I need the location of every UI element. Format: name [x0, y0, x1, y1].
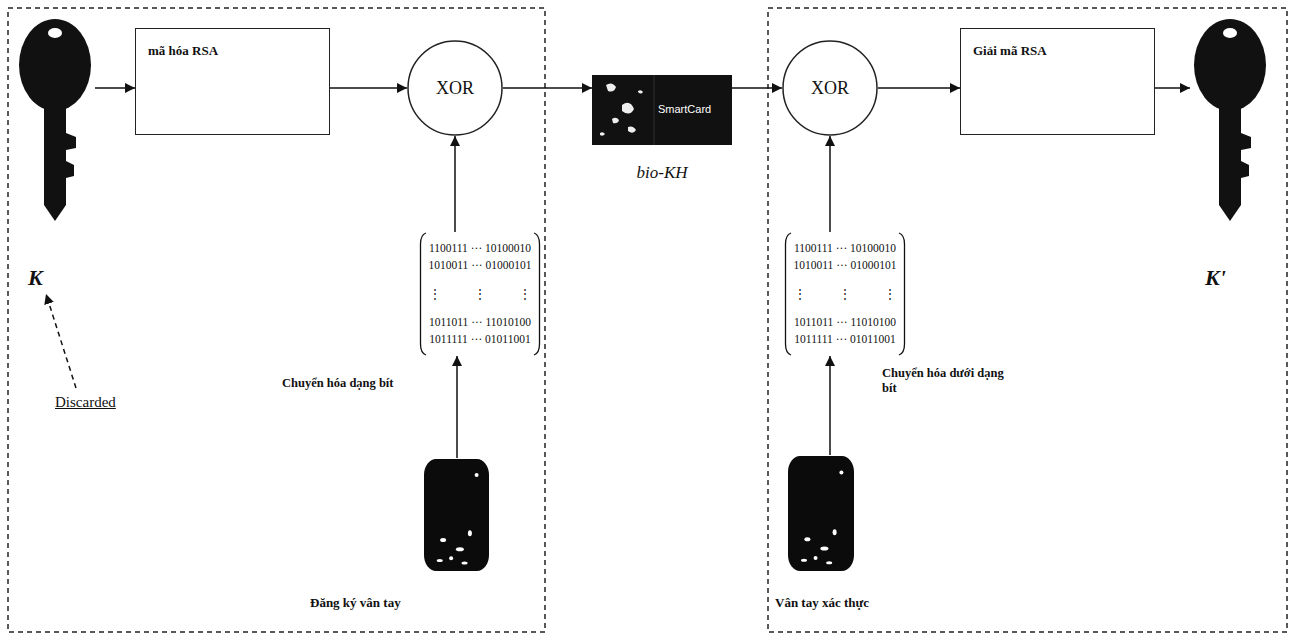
fingerprint-speck: [839, 471, 843, 475]
fingerprint-label: Vân tay xác thực: [775, 595, 869, 611]
box-title: mã hóa RSA: [148, 43, 317, 59]
bit-row: 1010011 ··· 01000101: [428, 257, 532, 274]
discard-arrow: [46, 294, 76, 388]
bit-row: 1100111 ··· 10100010: [793, 240, 897, 257]
fingerprint-speck: [820, 547, 828, 551]
bit-row: 1011011 ··· 11010100: [428, 314, 532, 331]
finger-node: Đăng ký vân tay: [423, 458, 490, 572]
left-bracket: [421, 233, 427, 355]
circle-node: XOR: [782, 40, 878, 136]
key-hole: [1223, 28, 1237, 38]
key-icon: [15, 15, 95, 225]
card-node: SmartCardbio-KH: [592, 75, 732, 145]
fingerprint-speck: [826, 561, 832, 564]
arrow-connector: [878, 87, 960, 89]
bit-row: 1010011 ··· 01000101: [793, 257, 897, 274]
box-title: Giải mã RSA: [973, 43, 1142, 59]
matrix-node: 1100111 ··· 101000101010011 ··· 01000101…: [784, 232, 906, 356]
bit-row: 1011011 ··· 11010100: [793, 314, 897, 331]
key-shaft: [44, 103, 76, 221]
fingerprint-speck: [440, 538, 446, 542]
fingerprint-speck: [475, 473, 479, 477]
bit-row: 1011111 ··· 01011001: [428, 331, 532, 348]
fingerprint-blob: [788, 456, 854, 571]
arrow-connector: [503, 87, 592, 89]
arrow-connector: [330, 87, 407, 89]
bit-row: ⋮ ⋮ ⋮: [793, 274, 897, 314]
box-node: mã hóa RSA: [135, 28, 330, 135]
key-bow: [1194, 19, 1266, 111]
key-icon: [1190, 15, 1270, 225]
key-shaft: [1219, 103, 1251, 221]
card-label: SmartCard: [658, 103, 711, 115]
circle-outline: [783, 41, 877, 135]
bit-row: ⋮ ⋮ ⋮: [428, 274, 532, 314]
fingerprint-label: Đăng ký vân tay: [310, 595, 401, 611]
matrix-node: 1100111 ··· 101000101010011 ··· 01000101…: [419, 232, 541, 356]
arrow-connector: [454, 136, 456, 232]
card-body: [592, 75, 732, 145]
operator-label: XOR: [811, 78, 849, 99]
note-label: Discarded: [55, 394, 116, 411]
card-pattern: [600, 83, 643, 135]
finger-node: Vân tay xác thực: [787, 455, 855, 572]
arrow-connector: [456, 356, 458, 458]
key-node: K': [1190, 15, 1270, 290]
arrow-connector: [95, 87, 135, 89]
operator-label: XOR: [436, 78, 474, 99]
fingerprint-speck: [814, 556, 818, 560]
key-label: K': [1205, 265, 1226, 291]
arrow-connector: [732, 87, 782, 89]
key-bow: [19, 19, 91, 111]
arrow-connector: [1155, 87, 1190, 89]
key-hole: [48, 28, 62, 38]
key-label: K: [28, 265, 43, 291]
bit-row: 1011111 ··· 01011001: [793, 331, 897, 348]
arrow-connector: [829, 356, 831, 455]
sender-region: [8, 8, 545, 632]
fingerprint-image: [423, 458, 490, 572]
fingerprint-speck: [468, 530, 472, 536]
circle-outline: [408, 41, 502, 135]
card-divider: [654, 75, 655, 145]
left-bracket: [786, 233, 792, 355]
edge-label: Chuyển hóa dạng bít: [282, 376, 432, 391]
edge-label: Chuyển hóa dưới dạng bít: [882, 366, 1012, 396]
box-node: Giải mã RSA: [960, 28, 1155, 135]
fingerprint-image: [787, 455, 855, 572]
key-node: K: [15, 15, 95, 290]
fingerprint-speck: [833, 529, 837, 535]
fingerprint-speck: [804, 537, 810, 541]
fingerprint-speck: [437, 559, 443, 562]
card-caption: bio-KH: [592, 163, 732, 183]
right-bracket: [899, 233, 905, 355]
right-bracket: [534, 233, 540, 355]
fingerprint-speck: [801, 559, 807, 562]
fingerprint-speck: [449, 556, 453, 560]
fingerprint-speck: [462, 561, 468, 564]
bit-row: 1100111 ··· 10100010: [428, 240, 532, 257]
circle-node: XOR: [407, 40, 503, 136]
fingerprint-blob: [424, 459, 489, 571]
fingerprint-speck: [456, 547, 464, 551]
arrow-connector: [829, 136, 831, 232]
receiver-region: [768, 8, 1287, 632]
